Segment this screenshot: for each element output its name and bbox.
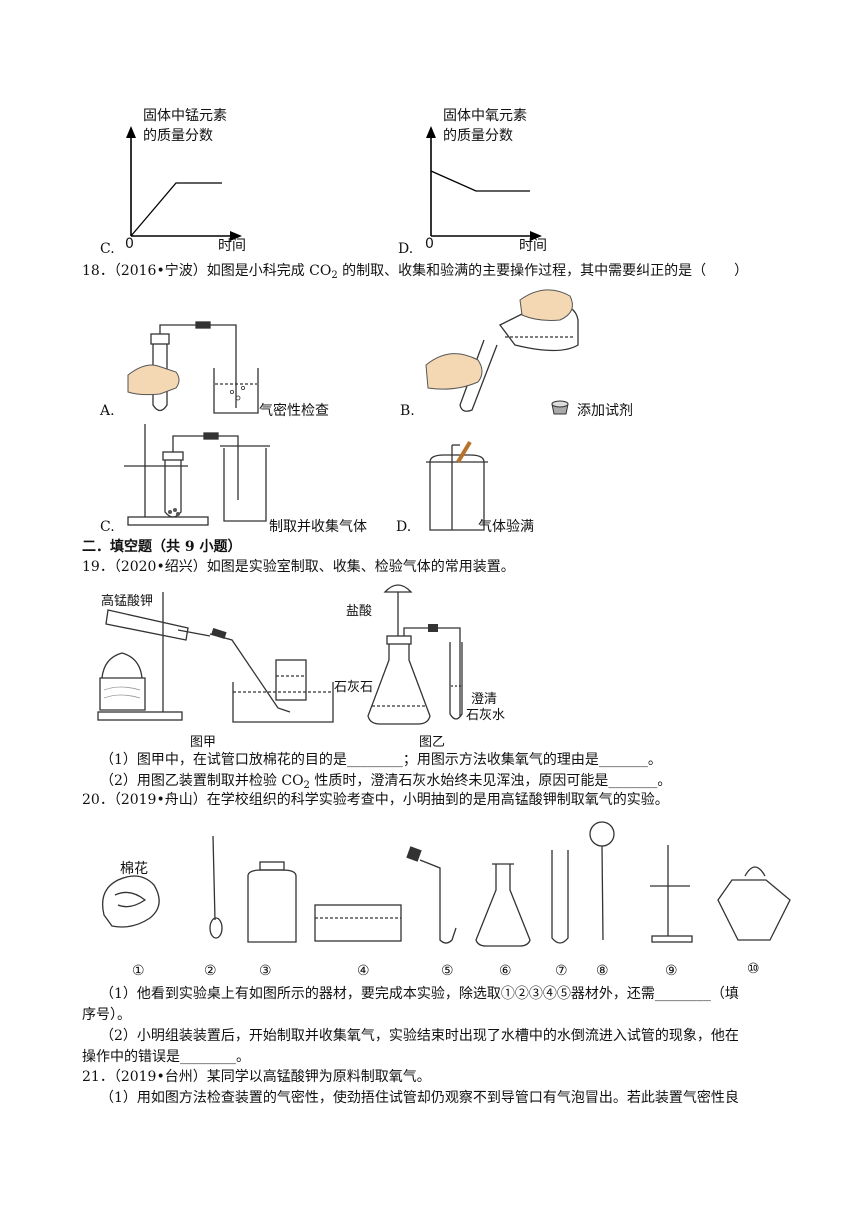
q19-figure-b — [367, 584, 463, 725]
q18-figure-b — [425, 289, 579, 415]
chart-d-ylabel-2: 的质量分数 — [443, 128, 513, 144]
q19-label-stone: 石灰石 — [334, 680, 374, 695]
q19-label-kmno4: 高锰酸钾 — [101, 594, 154, 609]
chart-d-xlabel: 时间 — [519, 238, 547, 254]
chart-d-axes — [430, 130, 536, 237]
equip-num-7: ⑦ — [555, 963, 568, 979]
q19-label-lime-2: 石灰水 — [466, 708, 506, 723]
section-title: 二．填空题（共 9 小题） — [82, 539, 242, 555]
chart-c-option-letter: C. — [100, 241, 115, 257]
q20-part2-line1: （2）小明组装装置后，开始制取并收集氧气，实验结束时出现了水槽中的水倒流进入试管… — [100, 1028, 739, 1044]
q18-b-label: 添加试剂 — [577, 403, 633, 419]
chart-c-ylabel-1: 固体中锰元素 — [143, 108, 227, 124]
chart-c-axes — [130, 130, 236, 237]
chart-c — [126, 126, 242, 241]
equip-num-9: ⑨ — [665, 963, 678, 979]
q20-part1-line1: （1）他看到实验桌上有如图所示的器材，要完成本实验，除选取①②③④⑤器材外，还需… — [100, 986, 739, 1002]
chart-c-origin: 0 — [125, 236, 134, 252]
q18-stem: 18．（2016•宁波）如图是小科完成 CO2 的制取、收集和验满的主要操作过程… — [82, 262, 749, 281]
equip-num-6: ⑥ — [499, 963, 512, 979]
q21-stem: 21．（2019•台州）某同学以高锰酸钾为原料制取氧气。 — [82, 1069, 431, 1085]
q18-c-label: 制取并收集气体 — [269, 519, 367, 535]
q18-stem-sub: 2 — [331, 270, 338, 281]
q19-part1: （1）图甲中，在试管口放棉花的目的是________；用图示方法收集氧气的理由是… — [100, 752, 662, 768]
q19-caption-b: 图乙 — [419, 735, 446, 750]
chart-c-series-line — [130, 182, 222, 237]
q18-figure-d — [426, 440, 488, 531]
chart-d-ylabel-1: 固体中氧元素 — [443, 108, 527, 124]
equip-num-10: ⑩ — [747, 961, 760, 977]
q19-figure-a — [97, 592, 334, 723]
equip-num-2: ② — [204, 963, 217, 979]
q18-d-letter: D. — [396, 519, 412, 535]
chart-d — [426, 126, 542, 241]
q20-part1-line2: 序号）。 — [82, 1007, 131, 1023]
q20-equipment-figure — [101, 821, 791, 947]
q19-label-acid: 盐酸 — [346, 604, 373, 619]
q19-part2: （2）用图乙装置制取并检验 CO2 性质时，澄清石灰水始终未见浑浊，原因可能是_… — [100, 772, 672, 791]
q20-part2-line2: 操作中的错误是________。 — [82, 1049, 250, 1065]
q21-part1: （1）用如图方法检查装置的气密性，使劲捂住试管却仍观察不到导管口有气泡冒出。若此… — [100, 1090, 739, 1106]
equip-num-8: ⑧ — [596, 963, 609, 979]
q19-label-lime-1: 澄清 — [471, 692, 498, 707]
q20-stem: 20．（2019•舟山）在学校组织的科学实验考查中，小明抽到的是用高锰酸钾制取氧… — [82, 792, 669, 808]
equip-num-5: ⑤ — [441, 963, 454, 979]
q19-caption-a: 图甲 — [190, 735, 217, 750]
q18-figure-a — [127, 321, 259, 414]
chart-c-ylabel-2: 的质量分数 — [143, 128, 213, 144]
chart-c-xlabel: 时间 — [218, 238, 246, 254]
q18-a-letter: A. — [100, 403, 115, 419]
q19-part2-sub: 2 — [303, 780, 310, 791]
q19-part2-pre: （2）用图乙装置制取并检验 CO — [100, 773, 304, 789]
q18-figure-c — [124, 424, 270, 526]
chart-d-option-letter: D. — [398, 241, 414, 257]
q18-a-label: 气密性检查 — [259, 403, 329, 419]
q18-b-letter: B. — [400, 403, 415, 419]
equip-num-4: ④ — [357, 963, 370, 979]
chart-d-y-arrow — [426, 126, 436, 138]
q19-part2-post: 性质时，澄清石灰水始终未见浑浊，原因可能是_______。 — [309, 773, 672, 789]
q19-stem: 19．（2020•绍兴）如图是实验室制取、收集、检验气体的常用装置。 — [82, 559, 515, 575]
chart-d-origin: 0 — [425, 236, 434, 252]
q20-cotton-label: 棉花 — [120, 861, 148, 877]
chart-c-x-arrow — [230, 231, 242, 241]
q18-c-letter: C. — [100, 519, 115, 535]
chart-c-y-arrow — [126, 126, 136, 138]
chart-d-series-line — [430, 170, 530, 192]
chart-d-x-arrow — [530, 231, 542, 241]
equip-num-1: ① — [132, 963, 145, 979]
q18-stem-post: 的制取、收集和验满的主要操作过程，其中需要纠正的是（ ） — [337, 263, 749, 279]
q18-stem-pre: 18．（2016•宁波）如图是小科完成 CO — [82, 263, 332, 279]
q18-d-label: 气体验满 — [478, 519, 534, 535]
equip-num-3: ③ — [259, 963, 272, 979]
